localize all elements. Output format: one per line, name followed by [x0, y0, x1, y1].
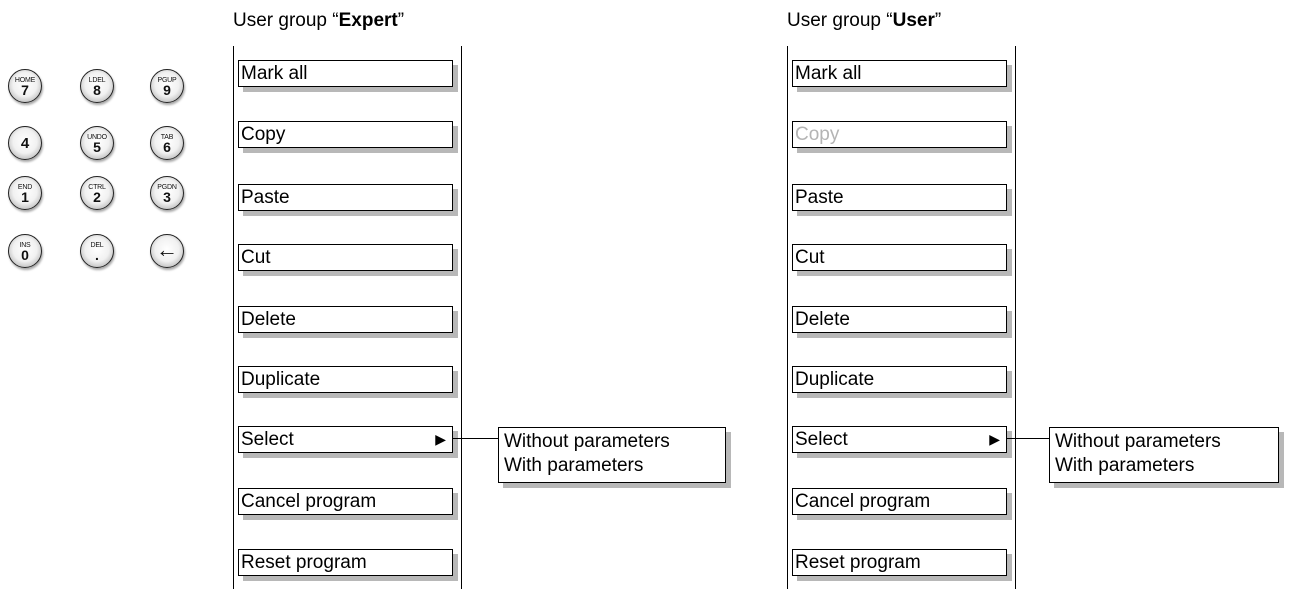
expert-menu-cancel-program[interactable]: Cancel program: [238, 488, 453, 515]
user-group-heading: User group “User”: [787, 10, 942, 31]
key-alt-label: DEL: [90, 242, 104, 249]
key-main-label: 3: [163, 189, 171, 205]
key-pgup-9[interactable]: PGUP 9: [150, 69, 184, 103]
key-home-7[interactable]: HOME 7: [8, 69, 42, 103]
expert-group-name: Expert: [338, 10, 398, 31]
expert-submenu-connector: [453, 438, 498, 439]
key-alt-label: HOME: [14, 77, 36, 84]
key-main-label: 9: [163, 82, 171, 98]
user-submenu-connector: [1007, 438, 1049, 439]
user-submenu-without-parameters[interactable]: Without parameters: [1055, 431, 1221, 452]
expert-menu-select[interactable]: Select▶: [238, 426, 453, 453]
key-main-label: 5: [93, 139, 101, 155]
key-tab-6[interactable]: TAB 6: [150, 126, 184, 160]
expert-group-heading: User group “Expert”: [233, 10, 405, 31]
submenu-arrow-icon: ▶: [989, 431, 1000, 447]
key-main-label: 4: [20, 135, 30, 152]
key-pgdn-3[interactable]: PGDN 3: [150, 176, 184, 210]
key-del-decimal[interactable]: DEL .: [80, 234, 114, 268]
expert-menu-reset-program[interactable]: Reset program: [238, 549, 453, 576]
backspace-arrow-icon: ←: [156, 237, 178, 262]
expert-submenu-with-parameters[interactable]: With parameters: [504, 455, 644, 476]
user-menu-paste[interactable]: Paste: [792, 184, 1007, 211]
key-alt-label: LDEL: [88, 77, 106, 84]
expert-menu-copy[interactable]: Copy: [238, 121, 453, 148]
key-backspace[interactable]: ←: [150, 234, 184, 268]
key-alt-label: INS: [19, 242, 31, 249]
user-group-name: User: [892, 10, 935, 31]
user-menu-select[interactable]: Select▶: [792, 426, 1007, 453]
user-select-submenu: Without parameters With parameters: [1049, 427, 1279, 483]
user-menu-reset-program[interactable]: Reset program: [792, 549, 1007, 576]
expert-select-submenu: Without parameters With parameters: [498, 427, 726, 483]
expert-menu-mark-all[interactable]: Mark all: [238, 60, 453, 87]
user-menu-mark-all[interactable]: Mark all: [792, 60, 1007, 87]
user-menu-copy: Copy: [792, 121, 1007, 148]
user-menu-cut[interactable]: Cut: [792, 244, 1007, 271]
expert-submenu-without-parameters[interactable]: Without parameters: [504, 431, 670, 452]
key-main-label: 7: [21, 82, 29, 98]
user-menu-frame: [787, 46, 1016, 589]
key-main-label: 2: [93, 189, 101, 205]
key-main-label: .: [95, 247, 99, 263]
expert-menu-paste[interactable]: Paste: [238, 184, 453, 211]
key-alt-label: PGUP: [157, 77, 177, 84]
user-menu-delete[interactable]: Delete: [792, 306, 1007, 333]
key-main-label: 1: [21, 189, 29, 205]
key-main-label: 6: [163, 139, 171, 155]
key-main-label: 8: [93, 82, 101, 98]
submenu-arrow-icon: ▶: [435, 431, 446, 447]
key-main-label: 0: [21, 247, 29, 263]
key-4[interactable]: 4: [8, 126, 42, 160]
key-alt-label: CTRL: [88, 184, 106, 191]
key-alt-label: PGDN: [157, 184, 177, 191]
expert-menu-duplicate[interactable]: Duplicate: [238, 366, 453, 393]
key-ctrl-2[interactable]: CTRL 2: [80, 176, 114, 210]
expert-menu-delete[interactable]: Delete: [238, 306, 453, 333]
user-menu-duplicate[interactable]: Duplicate: [792, 366, 1007, 393]
key-ldel-8[interactable]: LDEL 8: [80, 69, 114, 103]
expert-menu-frame: [233, 46, 462, 589]
key-undo-5[interactable]: UNDO 5: [80, 126, 114, 160]
key-end-1[interactable]: END 1: [8, 176, 42, 210]
user-menu-cancel-program[interactable]: Cancel program: [792, 488, 1007, 515]
key-alt-label: UNDO: [87, 134, 107, 141]
key-alt-label: END: [17, 184, 33, 191]
expert-menu-cut[interactable]: Cut: [238, 244, 453, 271]
user-submenu-with-parameters[interactable]: With parameters: [1055, 455, 1195, 476]
key-alt-label: TAB: [160, 134, 174, 141]
key-ins-0[interactable]: INS 0: [8, 234, 42, 268]
